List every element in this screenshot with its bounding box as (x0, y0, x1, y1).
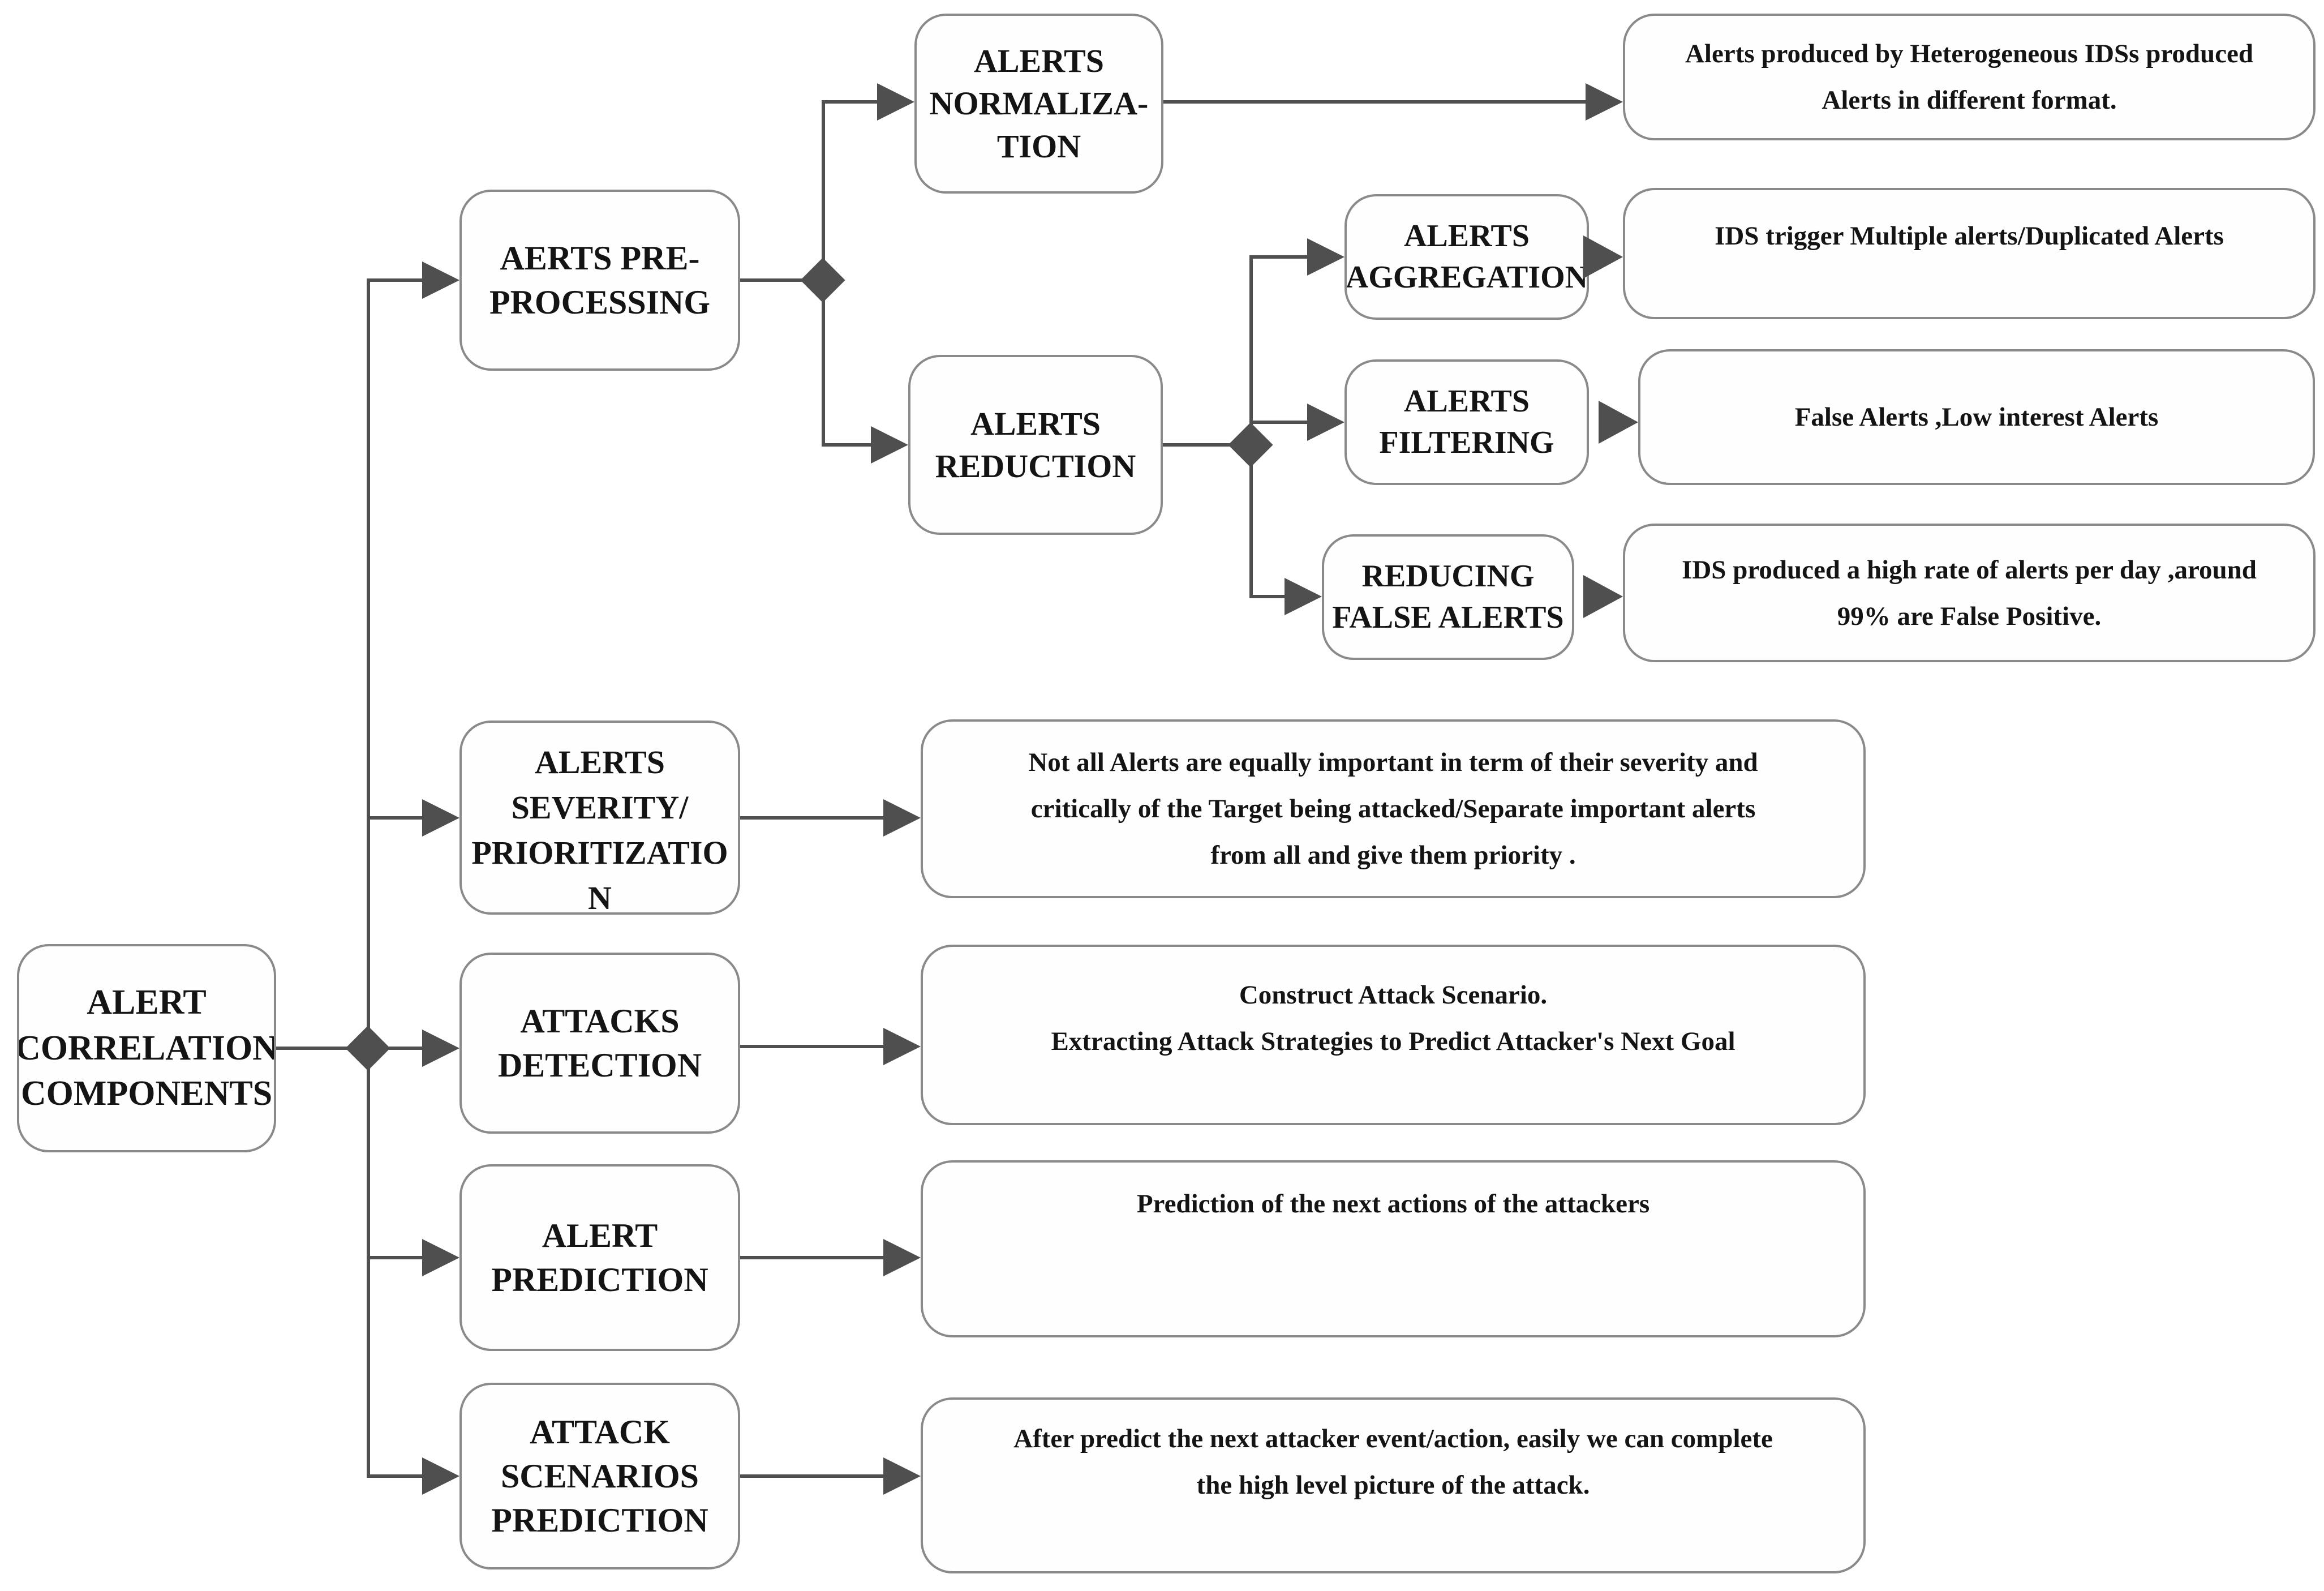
desc-reducing-false-alerts: IDS produced a high rate of alerts per d… (1623, 524, 2316, 662)
junction-diamond-preprocessing (800, 258, 845, 303)
arrowhead-aggregation-desc (1583, 235, 1623, 278)
arrowhead-prediction-desc (883, 1239, 921, 1276)
arrowhead-reducing-false-desc (1583, 575, 1623, 618)
arrowhead-attack-scenarios (422, 1457, 459, 1495)
connector-prediction-to-desc (740, 1256, 884, 1259)
arrowhead-scenarios-desc (883, 1457, 921, 1495)
node-label: ALERTS AGGREGATION (1345, 218, 1588, 295)
node-label: ATTACKS DETECTION (497, 1002, 702, 1084)
desc-text: Construct Attack Scenario. Extracting At… (1051, 980, 1736, 1056)
desc-text: Alerts produced by Heterogeneous IDSs pr… (1685, 39, 2254, 115)
connector-root-to-trunk (276, 1047, 370, 1050)
desc-alert-prediction: Prediction of the next actions of the at… (921, 1160, 1866, 1337)
node-label: ALERT CORRELATION COMPONENTS (17, 983, 276, 1113)
branch-to-alert-prediction (368, 1256, 430, 1259)
connector-preprocessing-to-trunk (740, 278, 823, 282)
node-label: ATTACK SCENARIOS PREDICTION (491, 1413, 708, 1539)
branch-to-attacks-detection (368, 1047, 430, 1050)
node-label: ALERTS NORMALIZA- TION (929, 42, 1149, 165)
arrowhead-attacks-detection (422, 1030, 459, 1067)
arrowhead-severity-desc (883, 799, 921, 837)
branch-to-aggregation (1251, 255, 1314, 259)
node-label: ALERTS SEVERITY/ PRIORITIZATION (471, 744, 728, 915)
branch-to-reducing-false (1251, 595, 1296, 598)
node-alert-correlation-components: ALERT CORRELATION COMPONENTS (17, 944, 276, 1152)
arrowhead-severity (422, 799, 459, 837)
desc-alerts-normalization: Alerts produced by Heterogeneous IDSs pr… (1623, 14, 2316, 140)
arrowhead-aggregation (1307, 238, 1344, 276)
node-alerts-normalization: ALERTS NORMALIZA- TION (914, 14, 1163, 194)
connector-normalization-to-desc (1163, 100, 1586, 104)
arrowhead-reducing-false (1285, 578, 1322, 615)
node-alerts-severity-prioritization: ALERTS SEVERITY/ PRIORITIZATION (459, 721, 740, 915)
desc-alerts-aggregation: IDS trigger Multiple alerts/Duplicated A… (1623, 188, 2316, 319)
arrowhead-attacks-desc (883, 1028, 921, 1065)
connector-severity-to-desc (740, 816, 884, 820)
desc-text: False Alerts ,Low interest Alerts (1794, 402, 2159, 432)
desc-alerts-filtering: False Alerts ,Low interest Alerts (1638, 349, 2315, 485)
arrowhead-filtering (1307, 404, 1344, 441)
junction-diamond-reduction (1228, 422, 1273, 468)
node-label: ALERT PREDICTION (491, 1217, 708, 1298)
connector-attacks-to-desc (740, 1045, 884, 1048)
desc-text: Not all Alerts are equally important in … (1028, 748, 1758, 870)
connector-trunk-level1 (367, 278, 370, 1478)
desc-text: IDS produced a high rate of alerts per d… (1682, 555, 2257, 631)
connector-scenarios-to-desc (740, 1474, 884, 1478)
arrowhead-reduction (871, 426, 908, 464)
node-attack-scenarios-prediction: ATTACK SCENARIOS PREDICTION (459, 1383, 740, 1569)
branch-to-reduction (823, 443, 877, 447)
node-reducing-false-alerts: REDUCING FALSE ALERTS (1322, 534, 1574, 660)
node-label: ALERTS FILTERING (1379, 384, 1554, 460)
branch-to-attack-scenarios (368, 1474, 430, 1478)
node-alerts-reduction: ALERTS REDUCTION (908, 355, 1163, 535)
branch-to-preprocessing (368, 278, 430, 282)
branch-to-severity (368, 816, 430, 820)
node-alerts-pre-processing: AERTS PRE- PROCESSING (459, 190, 740, 371)
node-alerts-aggregation: ALERTS AGGREGATION (1344, 194, 1589, 320)
node-attacks-detection: ATTACKS DETECTION (459, 953, 740, 1134)
node-label: AERTS PRE- PROCESSING (489, 239, 711, 321)
desc-alerts-severity-prioritization: Not all Alerts are equally important in … (921, 719, 1866, 898)
desc-text: After predict the next attacker event/ac… (1013, 1424, 1773, 1500)
desc-text: Prediction of the next actions of the at… (1136, 1189, 1650, 1219)
branch-to-normalization (823, 100, 883, 104)
desc-attack-scenarios-prediction: After predict the next attacker event/ac… (921, 1397, 1866, 1573)
node-alerts-filtering: ALERTS FILTERING (1344, 359, 1589, 485)
node-label: REDUCING FALSE ALERTS (1332, 559, 1564, 635)
arrowhead-normalization-desc (1586, 83, 1623, 121)
node-label: ALERTS REDUCTION (935, 405, 1136, 484)
desc-text: IDS trigger Multiple alerts/Duplicated A… (1715, 221, 2224, 251)
arrowhead-alert-prediction (422, 1239, 459, 1276)
node-alert-prediction: ALERT PREDICTION (459, 1164, 740, 1351)
branch-to-filtering (1251, 421, 1314, 424)
arrowhead-preprocessing (422, 261, 459, 299)
arrowhead-filtering-desc (1599, 401, 1638, 444)
connector-reduction-to-trunk (1163, 443, 1251, 447)
arrowhead-normalization (877, 83, 914, 121)
desc-attacks-detection: Construct Attack Scenario. Extracting At… (921, 945, 1866, 1125)
